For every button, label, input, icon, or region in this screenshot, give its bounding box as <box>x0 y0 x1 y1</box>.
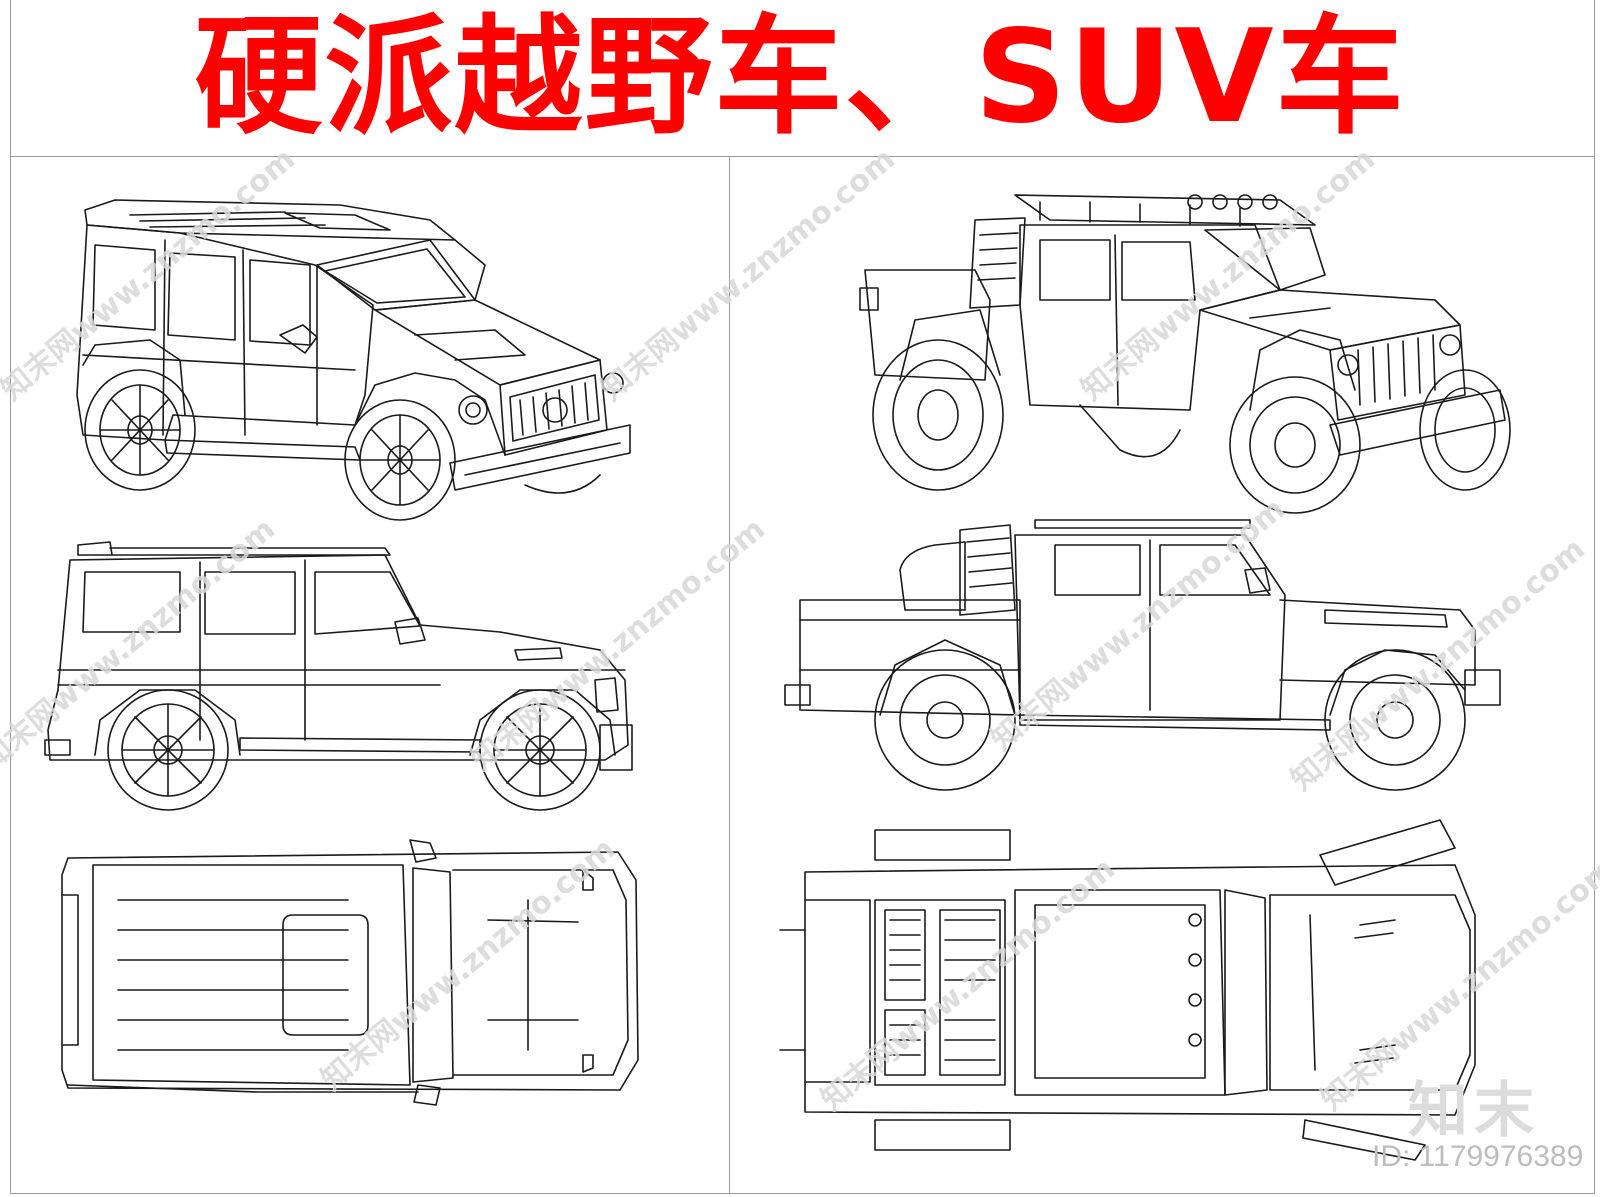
column-divider-line <box>729 156 730 1194</box>
suv-top-view <box>58 840 653 1105</box>
pickup-top-view <box>775 820 1515 1160</box>
id-label: ID: 1179976389 <box>1372 1140 1584 1173</box>
suv-perspective-view <box>55 185 635 525</box>
sheet-frame <box>10 0 1595 1194</box>
suv-side-view <box>40 540 645 825</box>
page-title: 硬派越野车、SUV车 <box>194 2 1406 152</box>
pickup-perspective-view <box>860 180 1540 515</box>
title-divider-line <box>10 156 1595 157</box>
brand-logo: 知末 <box>1408 1076 1540 1146</box>
pickup-side-view <box>785 510 1510 810</box>
